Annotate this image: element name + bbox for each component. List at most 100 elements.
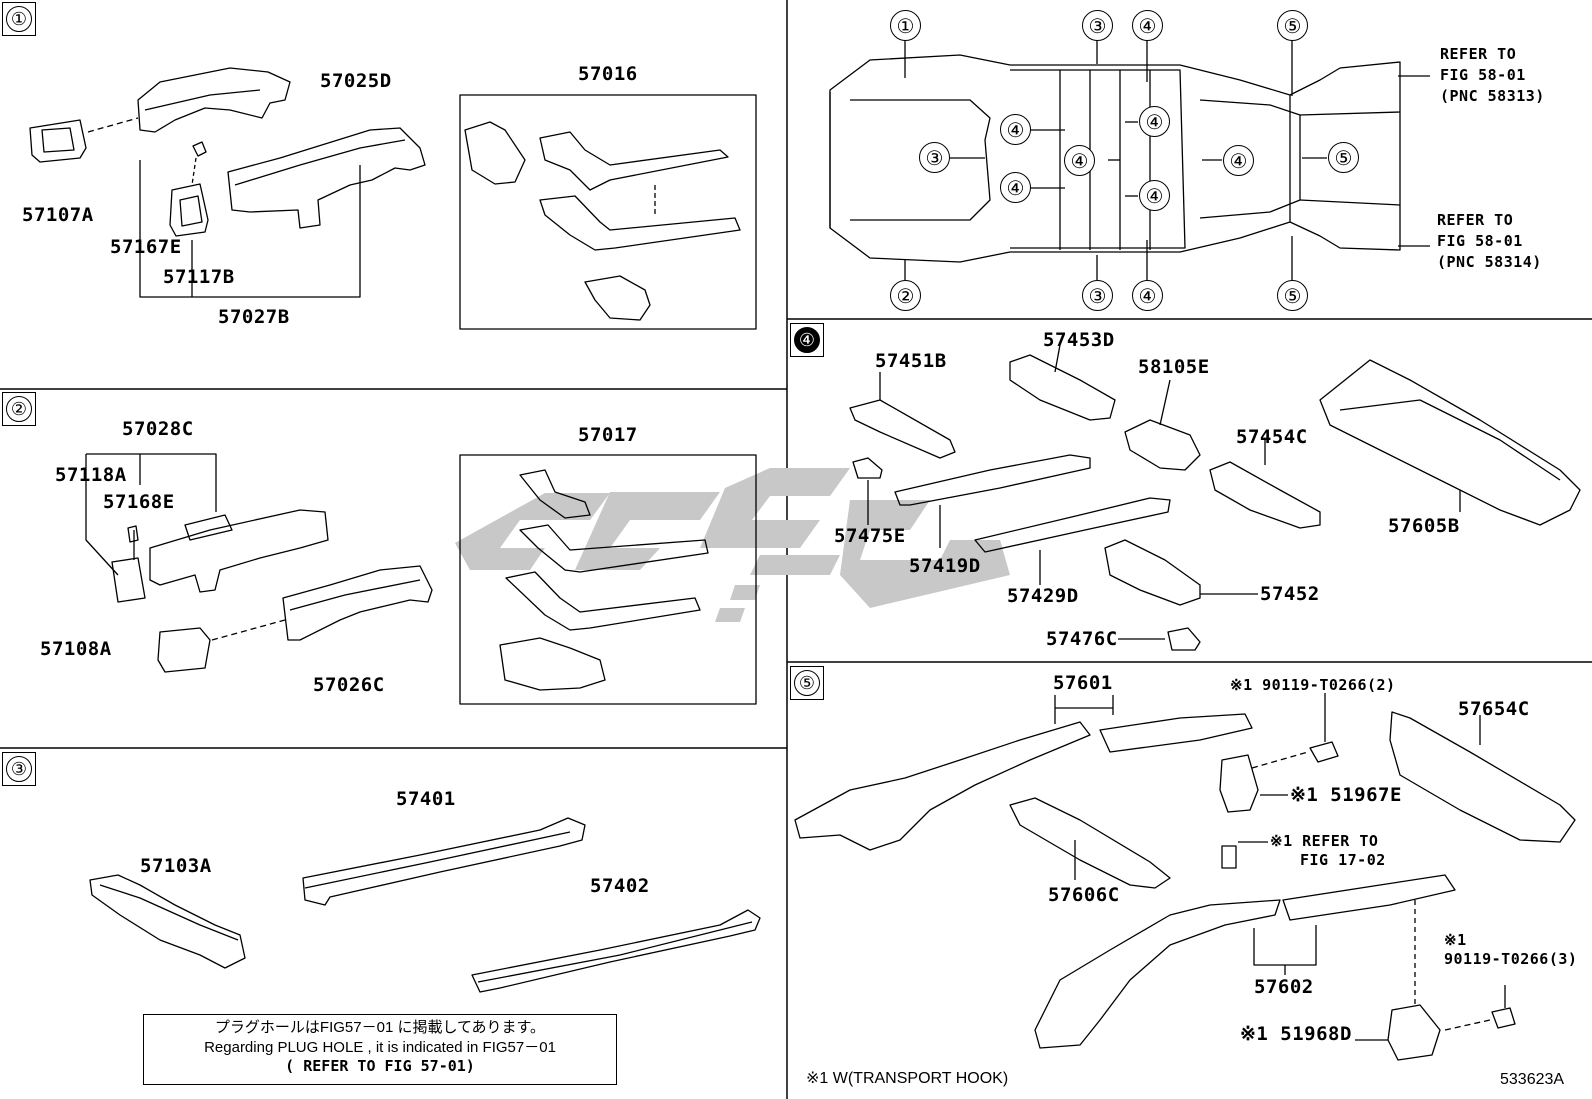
section-marker-4: ④: [790, 323, 824, 357]
overview-callout-4-top: ④: [1132, 10, 1163, 41]
part-57401-drawing: [302, 817, 586, 906]
part-57606C-drawing: [1009, 797, 1171, 889]
part-57605B-drawing: [1319, 359, 1581, 526]
section-marker-3: ③: [2, 752, 36, 786]
part-57419D-drawing: [894, 454, 1091, 506]
part-57476C-drawing: [1167, 627, 1201, 651]
refer-58313-line1: REFER TO: [1440, 45, 1517, 63]
bolt-90119-T0266-2-drawing: [1309, 693, 1339, 763]
overview-callout-1-top: ①: [890, 10, 921, 41]
refer-58313-line3: (PNC 58313): [1440, 87, 1545, 105]
part-57451B-drawing: [849, 399, 956, 459]
overview-callout-4-e: ④: [1139, 180, 1170, 211]
section-marker-2: ②: [2, 392, 36, 426]
part-58105E-drawing: [1124, 419, 1201, 471]
label-57108A: 57108A: [40, 638, 112, 660]
label-57454C: 57454C: [1236, 426, 1308, 448]
part-57453D-drawing: [1009, 354, 1116, 421]
label-57017: 57017: [578, 424, 638, 446]
bolt-lower-drawing: [1221, 841, 1268, 869]
label-57605B: 57605B: [1388, 515, 1460, 537]
overview-callout-4-a: ④: [1000, 114, 1031, 145]
section-marker-1: ①: [2, 2, 36, 36]
label-refer-to-17-02: ※1 REFER TO: [1270, 832, 1379, 850]
overview-callout-3-bottom: ③: [1082, 280, 1113, 311]
part-57452-drawing: [1104, 539, 1201, 606]
footnote: ※1 W(TRANSPORT HOOK): [806, 1070, 1009, 1087]
overview-callout-5-bottom: ⑤: [1277, 280, 1308, 311]
part-57168E-drawing: [127, 525, 139, 543]
label-57103A: 57103A: [140, 855, 212, 877]
part-51968D-drawing: [1387, 1004, 1441, 1061]
refer-58314-line2: FIG 58-01: [1437, 232, 1523, 250]
overview-callout-4-f: ④: [1223, 145, 1254, 176]
label-57654C: 57654C: [1458, 698, 1530, 720]
overview-callout-4-c: ④: [1064, 145, 1095, 176]
overview-callout-5-right: ⑤: [1328, 142, 1359, 173]
note-english: Regarding PLUG HOLE , it is indicated in…: [204, 1038, 556, 1056]
part-57167E-drawing: [192, 141, 207, 157]
label-90119-T0266-2: ※1 90119-T0266(2): [1230, 676, 1396, 694]
label-57602: 57602: [1254, 976, 1314, 998]
label-57452: 57452: [1260, 583, 1320, 605]
overview-callout-4-d: ④: [1139, 106, 1170, 137]
part-57107A-drawing: [29, 119, 87, 163]
refer-58314-line3: (PNC 58314): [1437, 253, 1542, 271]
part-57429D-drawing: [974, 497, 1171, 553]
plug-hole-note: プラグホールはFIG57－01 に掲載してあります。 Regarding PLU…: [143, 1014, 617, 1085]
part-57475E-drawing: [852, 457, 883, 479]
part-57026C-drawing: [282, 565, 433, 641]
part-57454C-drawing: [1209, 461, 1321, 529]
label-57117B: 57117B: [163, 266, 235, 288]
label-57453D: 57453D: [1043, 329, 1115, 351]
part-57016-drawing: [464, 121, 741, 321]
label-57118A: 57118A: [55, 464, 127, 486]
label-57476C: 57476C: [1046, 628, 1118, 650]
part-57028C-drawing: [149, 509, 329, 593]
part-57117B-drawing: [169, 183, 209, 237]
part-57108A-drawing: [111, 557, 146, 603]
label-57402: 57402: [590, 875, 650, 897]
label-57026C: 57026C: [313, 674, 385, 696]
label-57027B: 57027B: [218, 306, 290, 328]
part-57654C-drawing: [1389, 711, 1576, 843]
label-57475E: 57475E: [834, 525, 906, 547]
label-57451B: 57451B: [875, 350, 947, 372]
label-51967E: ※1 51967E: [1290, 784, 1402, 806]
part-57602-drawing: [1034, 874, 1456, 1049]
label-57028C: 57028C: [122, 418, 194, 440]
part-57103A-drawing: [89, 874, 246, 969]
label-57606C: 57606C: [1048, 884, 1120, 906]
bolt-90119-T0266-3-drawing: [1491, 985, 1516, 1029]
overview-callout-2-bottom: ②: [890, 280, 921, 311]
label-58105E: 58105E: [1138, 356, 1210, 378]
note-japanese: プラグホールはFIG57－01 に掲載してあります。: [214, 1019, 546, 1036]
label-fig-17-02: FIG 17-02: [1300, 851, 1386, 869]
part-57027B-drawing: [227, 127, 426, 229]
note-reference: ( REFER TO FIG 57-01): [285, 1057, 475, 1075]
label-57429D: 57429D: [1007, 585, 1079, 607]
watermark: [455, 468, 1010, 622]
label-mark-1: ※1: [1444, 931, 1467, 949]
label-57419D: 57419D: [909, 555, 981, 577]
label-57016: 57016: [578, 63, 638, 85]
part-57017-drawing: [499, 469, 709, 691]
label-57167E: 57167E: [110, 236, 182, 258]
part-57402-drawing: [471, 909, 761, 993]
part-57025D-drawing: [137, 67, 291, 133]
overview-callout-3-left: ③: [919, 142, 950, 173]
label-57401: 57401: [396, 788, 456, 810]
part-57601-drawing: [794, 713, 1253, 851]
overview-callout-4-bottom: ④: [1132, 280, 1163, 311]
overview-callout-5-top: ⑤: [1277, 10, 1308, 41]
label-51968D: ※1 51968D: [1240, 1023, 1352, 1045]
drawing-code: 533623A: [1500, 1071, 1565, 1088]
refer-58313-line2: FIG 58-01: [1440, 66, 1526, 84]
label-57107A: 57107A: [22, 204, 94, 226]
label-90119-T0266-3: 90119-T0266(3): [1444, 950, 1578, 968]
refer-58314-line1: REFER TO: [1437, 211, 1514, 229]
overview-callout-4-b: ④: [1000, 172, 1031, 203]
label-57168E: 57168E: [103, 491, 175, 513]
